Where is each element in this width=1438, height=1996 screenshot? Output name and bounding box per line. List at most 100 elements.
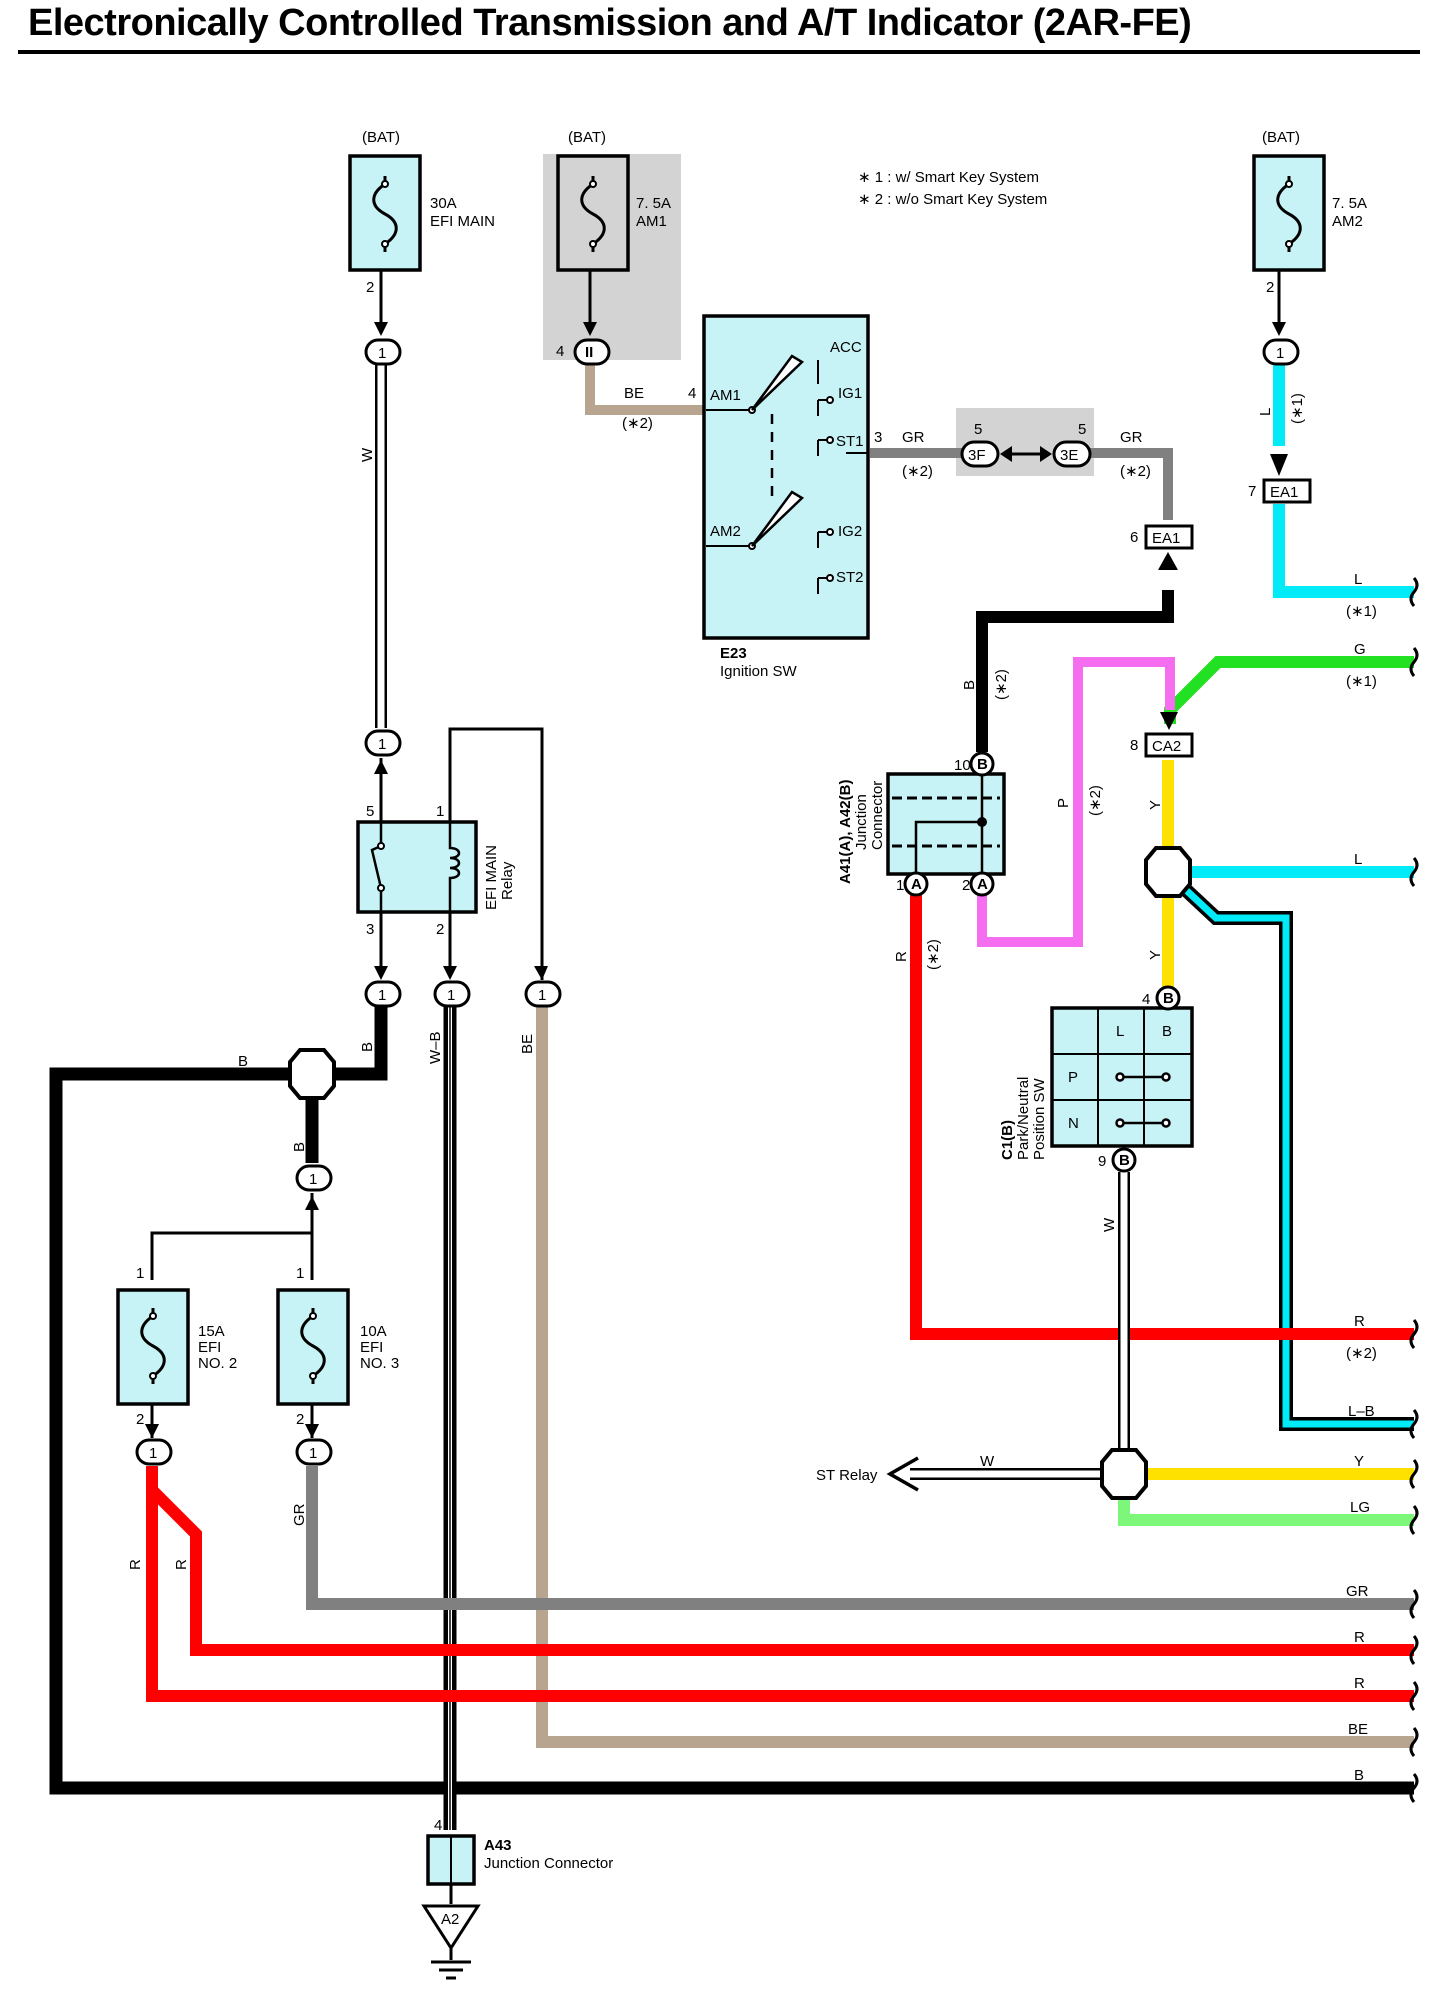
relay-coil	[448, 822, 461, 912]
wire-lg	[1118, 1496, 1414, 1526]
ca2-label: CA2	[1152, 738, 1181, 755]
wire-label-opt1-am2: (∗1)	[1289, 393, 1306, 424]
efi-no3-pin-out: 2	[296, 1411, 304, 1428]
pn-contacts	[1115, 1072, 1171, 1128]
efi-no3-fuse-terminal	[309, 1312, 317, 1320]
am1-rating: 7. 5A	[636, 195, 671, 212]
wire-label-be-am1: BE	[624, 385, 644, 402]
pn-col-l: L	[1116, 1023, 1124, 1040]
pn-row-n: N	[1068, 1115, 1079, 1132]
pn-name2: Position SW	[1031, 1077, 1048, 1160]
efi-no3-fuse-terminal	[309, 1372, 317, 1380]
efi-main-pin: 2	[366, 279, 374, 296]
efi-main-rating: 30A	[430, 195, 457, 212]
efi-no2-fuse-element	[140, 1308, 166, 1384]
a41-letter-a1: A	[911, 876, 922, 893]
wire-label-b-fuses: B	[291, 1142, 308, 1152]
right-label-lg: LG	[1350, 1499, 1370, 1516]
arrow-markers	[145, 322, 1286, 1438]
right-label-r-1: R	[1354, 1629, 1365, 1646]
pn-row-p: P	[1068, 1069, 1078, 1086]
wire-label-y-pn: Y	[1147, 950, 1164, 960]
a43-code: A43	[484, 1837, 512, 1854]
wire-label-r-2: R	[173, 1559, 190, 1570]
ignition-am1: AM1	[710, 387, 741, 404]
wire-end-wiggles	[1409, 577, 1419, 1803]
efi-no2-rating: 15A	[198, 1323, 225, 1340]
wire-label-w-st: W	[980, 1453, 995, 1470]
a43-pin: 4	[434, 1817, 442, 1834]
wire-lb-inner	[1183, 887, 1414, 1428]
a41-letter-a2: A	[977, 876, 988, 893]
svg-text:1: 1	[538, 987, 546, 1004]
pn-col-b: B	[1162, 1023, 1172, 1040]
efi-no2-fuse-terminal	[149, 1372, 157, 1380]
connector-3f-label: 3F	[968, 447, 986, 464]
am1-connector: II	[585, 344, 593, 361]
note-no-smart-key: ∗ 2 : w/o Smart Key System	[858, 191, 1047, 208]
right-label-gr: GR	[1346, 1583, 1369, 1600]
ignition-acc: ACC	[830, 339, 862, 356]
wire-gr-efi-no3	[306, 1466, 1414, 1610]
wire-label-opt2-p: (∗2)	[1087, 785, 1104, 816]
am2-pin: 2	[1266, 279, 1274, 296]
svg-text:1: 1	[447, 987, 455, 1004]
efi-no2-fuse-terminal	[149, 1312, 157, 1320]
am1-fuse-terminal	[589, 240, 597, 248]
wire-label-gr-st1: GR	[902, 429, 925, 446]
am1-fuse-terminal	[589, 180, 597, 188]
ea1-top-label: EA1	[1270, 484, 1298, 501]
wire-label-w-pn: W	[1101, 1217, 1118, 1232]
am1-name: AM1	[636, 213, 667, 230]
efi-no3-name2: NO. 3	[360, 1355, 399, 1372]
efi-no2-pin-in: 1	[136, 1265, 144, 1282]
svg-text:1: 1	[309, 1445, 317, 1462]
ignition-am1-contact	[750, 354, 805, 411]
wire-lb-outer	[1181, 884, 1414, 1431]
wire-label-r-a41: R	[893, 951, 910, 962]
junction-internal	[914, 774, 984, 874]
relay-pin5: 5	[366, 803, 374, 820]
wire-label-r-1: R	[127, 1559, 144, 1570]
right-label-l-mid: L	[1354, 851, 1362, 868]
a41-pin-b: 10	[954, 757, 971, 774]
connector-3f	[960, 440, 1000, 468]
right-label-b: B	[1354, 1767, 1364, 1784]
wire-l-ea1	[1273, 504, 1414, 598]
wire-be-am1	[585, 362, 704, 415]
right-label-l-top: L	[1354, 571, 1362, 588]
wire-label-opt2-a41: (∗2)	[925, 939, 942, 970]
wire-r-efi-no2-a	[146, 1466, 1414, 1702]
ignition-am2: AM2	[710, 523, 741, 540]
relay-contact	[370, 822, 383, 912]
wire-label-opt2-3e: (∗2)	[1120, 463, 1151, 480]
wire-label-l-am2: L	[1257, 408, 1274, 416]
am2-fuse-terminal	[1285, 180, 1293, 188]
ground-a2-triangle	[421, 1904, 481, 1951]
ground-label: A2	[441, 1911, 459, 1928]
efi-main-source: (BAT)	[362, 129, 400, 146]
svg-text:1: 1	[378, 345, 386, 362]
connector-3e-pin: 5	[1078, 421, 1086, 438]
wire-relay-pin1-loop	[448, 727, 544, 980]
wire-label-opt2-a42: (∗2)	[993, 669, 1010, 700]
connector-3e	[1052, 440, 1092, 468]
relay-pin1: 1	[436, 803, 444, 820]
pn-pin-out: 9	[1098, 1153, 1106, 1170]
splice-b	[288, 1048, 336, 1100]
relay-name1: EFI MAIN	[483, 845, 500, 910]
a41-name2: Connector	[869, 781, 886, 850]
efi-no2-pin-out: 2	[136, 1411, 144, 1428]
wire-label-be-relay: BE	[519, 1034, 536, 1054]
wire-label-gr-efi: GR	[291, 1503, 308, 1526]
wire-gr-3e-ea1	[1090, 448, 1173, 520]
am1-fuse-element	[580, 176, 606, 252]
wire-label-w-efi: W	[359, 447, 376, 462]
ca2-arrow	[1160, 712, 1178, 730]
pn-pin-in: 4	[1142, 991, 1150, 1008]
a41-pin-a1: 1	[896, 877, 904, 894]
relay-contact-terminal	[377, 884, 385, 892]
ignition-ig2: IG2	[838, 523, 862, 540]
title-rule	[18, 50, 1420, 54]
ring-labels: 1 1 1 1 1 1 1 1 1	[149, 345, 1284, 1462]
